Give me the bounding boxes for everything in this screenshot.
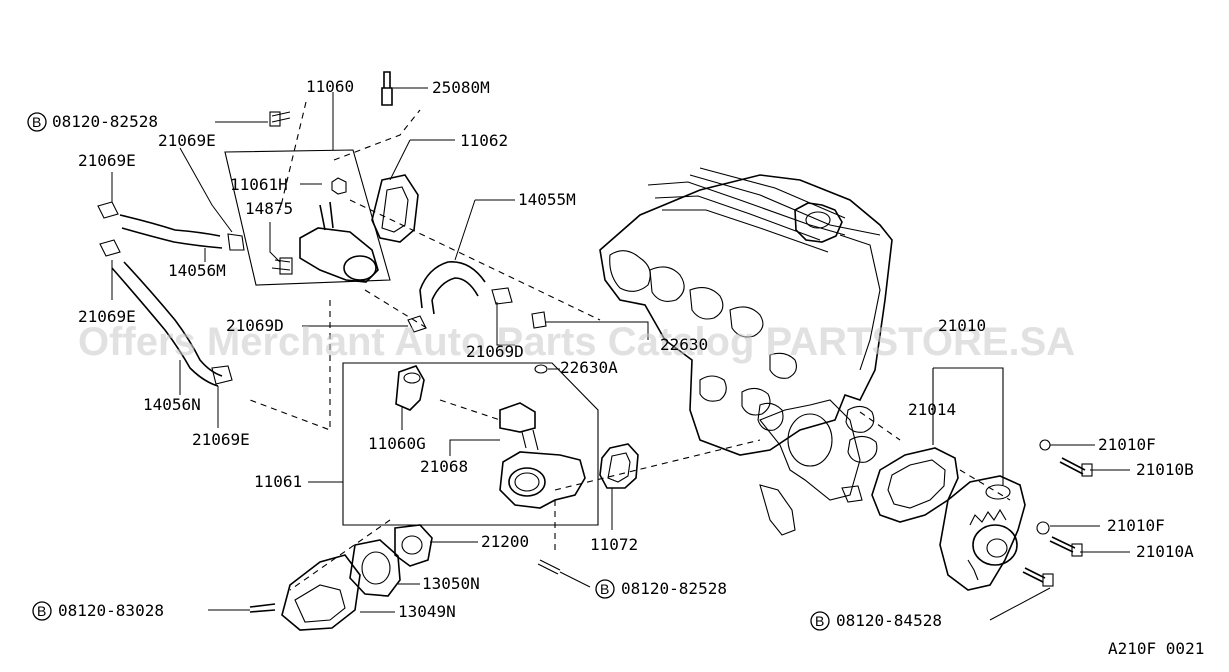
- label-08120-82528-top: 08120-82528: [52, 112, 158, 131]
- part-labels: 11060 25080M B 08120-82528 21069E 11062 …: [27, 77, 1204, 658]
- label-21069E-bot: 21069E: [192, 430, 250, 449]
- label-11061: 11061: [254, 472, 302, 491]
- label-11060: 11060: [306, 77, 354, 96]
- thermostat-housing-drawing: [299, 71, 639, 509]
- pump-bolts-drawing: [1022, 439, 1093, 587]
- label-22630: 22630: [660, 335, 708, 354]
- label-21069E-mid: 21069E: [78, 307, 136, 326]
- label-13050N: 13050N: [422, 574, 480, 593]
- group-boxes: [224, 101, 1011, 591]
- label-21010B: 21010B: [1136, 460, 1194, 479]
- bolt-symbol-b: B: [32, 114, 41, 130]
- label-21010: 21010: [938, 316, 986, 335]
- bolt-symbol-b: B: [37, 603, 46, 619]
- label-21200: 21200: [481, 532, 529, 551]
- label-21010F-bot: 21010F: [1107, 516, 1165, 535]
- label-25080M: 25080M: [432, 78, 490, 97]
- label-21069E-left: 21069E: [78, 151, 136, 170]
- label-21014: 21014: [908, 400, 956, 419]
- label-13049N: 13049N: [398, 602, 456, 621]
- label-14056N: 14056N: [143, 395, 201, 414]
- bolt-symbol-b: B: [815, 613, 824, 629]
- label-08120-83028: 08120-83028: [58, 601, 164, 620]
- label-11062: 11062: [460, 131, 508, 150]
- diagram-code: A210F 0021: [1108, 639, 1204, 658]
- bolt-symbol-circle: [595, 579, 615, 599]
- water-pump-gasket-drawing: [871, 447, 959, 523]
- bolt-symbol-b: B: [600, 581, 609, 597]
- label-21069D-left: 21069D: [226, 316, 284, 335]
- watermark-text: Offers Merchant Auto Parts Catalog PARTS…: [78, 320, 1075, 364]
- label-08120-84528: 08120-84528: [836, 611, 942, 630]
- label-11061H: 11061H: [230, 175, 288, 194]
- bolt-symbol-circle: [32, 601, 52, 621]
- label-21069D-right: 21069D: [466, 342, 524, 361]
- label-21010A: 21010A: [1136, 542, 1194, 561]
- label-21010F-top: 21010F: [1098, 435, 1156, 454]
- label-11060G: 11060G: [368, 434, 426, 453]
- label-14875: 14875: [245, 199, 293, 218]
- water-pump-drawing: [939, 475, 1026, 591]
- label-08120-82528-bot: 08120-82528: [621, 579, 727, 598]
- label-22630A: 22630A: [560, 358, 618, 377]
- label-21068: 21068: [420, 457, 468, 476]
- label-14055M: 14055M: [518, 190, 576, 209]
- label-11072: 11072: [590, 535, 638, 554]
- leader-lines: [111, 87, 1130, 621]
- engine-block-drawing: [599, 167, 893, 536]
- hoses-drawing: [97, 111, 561, 575]
- bolt-symbol-circle: [810, 611, 830, 631]
- label-21069E-top: 21069E: [158, 131, 216, 150]
- bolt-symbol-circle: [27, 112, 47, 132]
- label-14056M: 14056M: [168, 261, 226, 280]
